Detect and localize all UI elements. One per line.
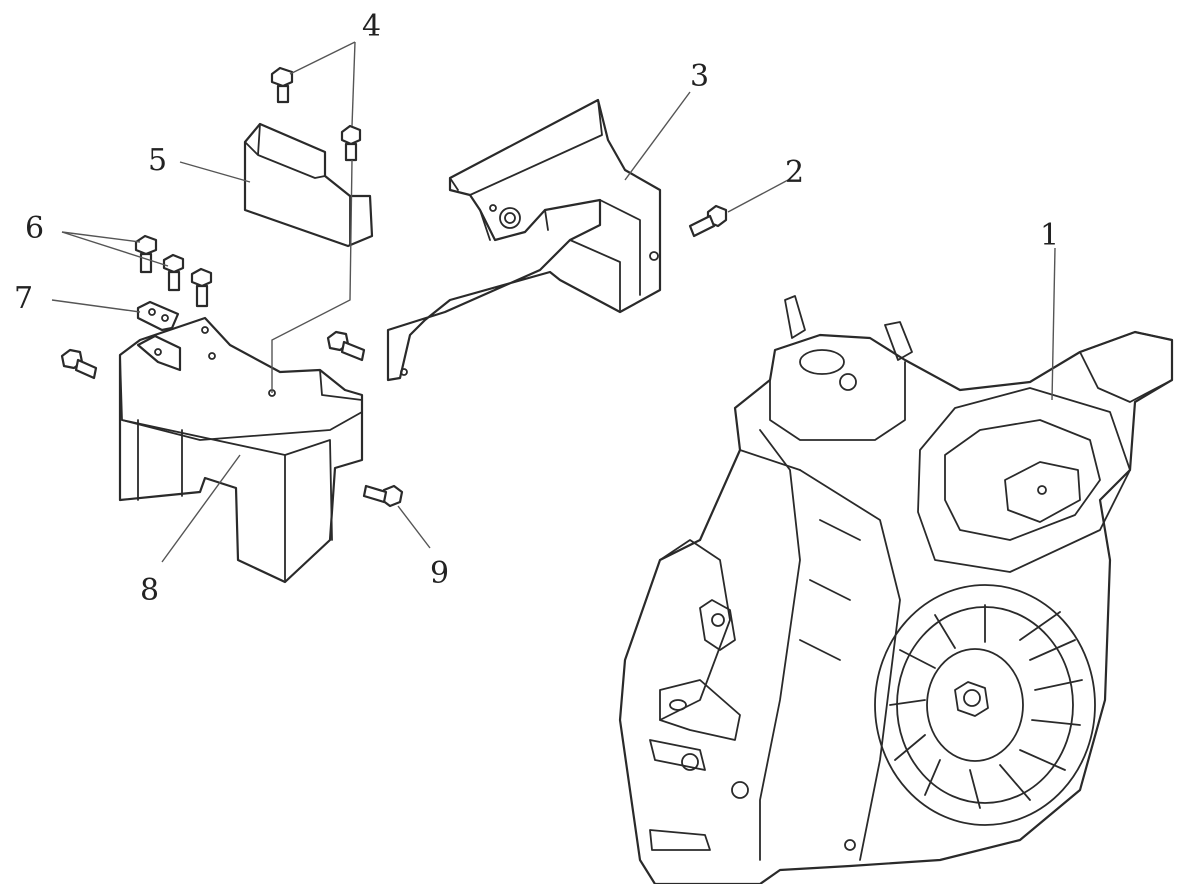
callout-4: 4 [362,9,381,44]
callout-5: 5 [148,143,167,178]
callout-6: 6 [25,211,44,246]
leader-9 [397,505,431,549]
leader-7 [51,299,141,313]
leader-4c [271,159,353,393]
leader-1 [1051,247,1056,401]
leader-8 [161,454,241,563]
bolt-6-b [162,253,185,292]
bolt-2 [688,204,728,238]
bolt-middle [326,330,366,362]
leader-2 [727,179,789,213]
leader-5 [179,161,251,183]
callout-8: 8 [140,573,159,608]
part-5-cover [243,122,374,248]
leader-3 [624,91,691,181]
leader-4b [351,41,356,127]
callout-2: 2 [785,155,804,190]
part-3-bracket [386,98,662,382]
leader-lines [51,41,1056,563]
leader-4a [289,41,356,75]
callout-9: 9 [430,556,449,591]
part-1-engine [618,295,1174,884]
callout-7: 7 [14,281,33,316]
part-8-shroud [118,316,364,584]
callout-3: 3 [690,59,709,94]
callout-1: 1 [1040,218,1059,253]
leader-6a [61,231,141,243]
callout-labels: 1 2 3 4 5 6 7 8 9 [14,9,1059,608]
bolt-left [60,348,98,380]
bolt-6-c [190,267,213,308]
bolt-9 [362,484,404,508]
bolt-4-upper [270,66,294,104]
part-7-clip [136,300,182,372]
bolt-4-lower [340,124,362,162]
leader-6b [61,231,169,267]
